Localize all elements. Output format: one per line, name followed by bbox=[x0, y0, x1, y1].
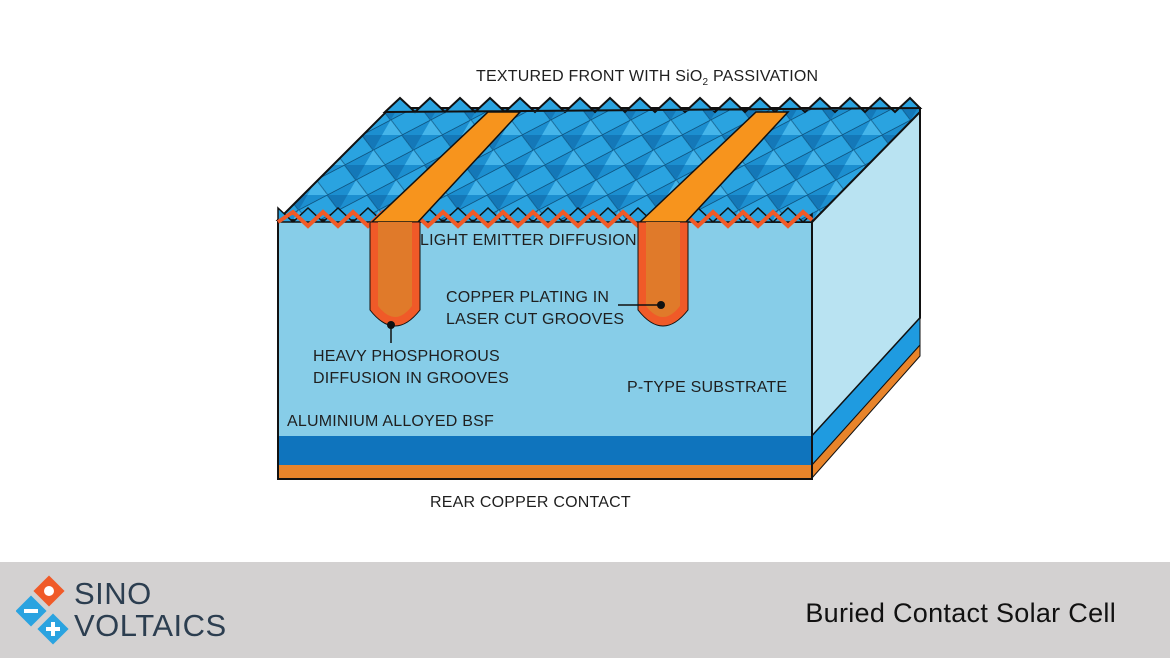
zigzag-back bbox=[382, 96, 923, 114]
label-copper-plating-2: LASER CUT GROOVES bbox=[446, 311, 625, 328]
substrate-face bbox=[278, 220, 812, 436]
label-light-emitter: LIGHT EMITTER DIFFUSION bbox=[420, 232, 637, 249]
footer-bar: SINO VOLTAICS Buried Contact Solar Cell bbox=[0, 562, 1170, 658]
label-heavy-phos-1: HEAVY PHOSPHOROUS bbox=[313, 348, 500, 365]
logo-text-sino: SINO bbox=[74, 576, 152, 611]
logo-text-voltaics: VOLTAICS bbox=[74, 608, 227, 643]
label-textured-front: TEXTURED FRONT WITH SiO2 PASSIVATION bbox=[476, 68, 819, 88]
rear-copper-layer bbox=[278, 465, 812, 479]
brand-logo: SINO VOLTAICS bbox=[16, 570, 236, 650]
emitter-line bbox=[276, 209, 814, 229]
solar-cell-diagram bbox=[275, 96, 923, 480]
textured-top bbox=[275, 107, 921, 224]
label-heavy-phos-2: DIFFUSION IN GROOVES bbox=[313, 370, 510, 387]
label-rear-contact: REAR COPPER CONTACT bbox=[430, 494, 631, 511]
page-title: Buried Contact Solar Cell bbox=[805, 598, 1116, 628]
bsf-layer bbox=[278, 436, 812, 465]
label-p-type: P-TYPE SUBSTRATE bbox=[627, 379, 788, 396]
label-aluminium-bsf: ALUMINIUM ALLOYED BSF bbox=[287, 413, 494, 430]
groove-1-copper bbox=[378, 222, 412, 317]
groove-2-copper bbox=[646, 222, 680, 317]
logo-mark-icon bbox=[16, 575, 69, 645]
label-copper-plating-1: COPPER PLATING IN bbox=[446, 289, 610, 306]
